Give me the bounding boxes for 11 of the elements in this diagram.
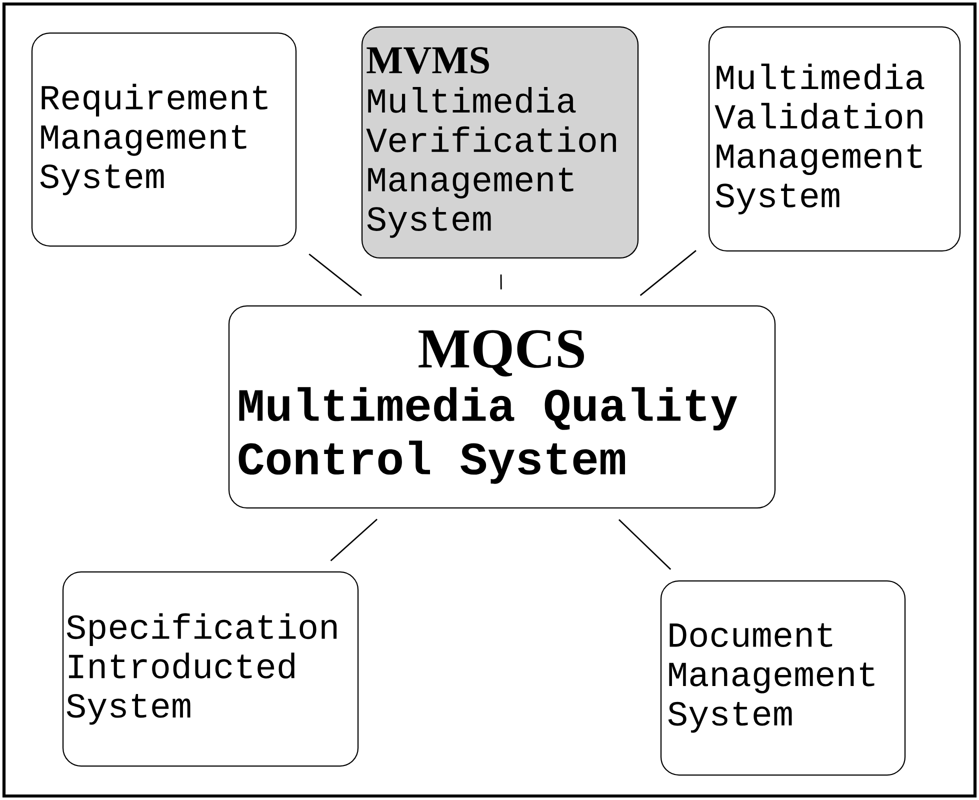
system-box: MQCS Multimedia Quality Control System [228, 305, 776, 509]
connector-line [308, 254, 362, 296]
connector-line [500, 274, 502, 290]
system-box: Requirement Management System [31, 32, 297, 247]
system-box: MVMS Multimedia Verification Management System [361, 26, 639, 259]
system-box: Multimedia Validation Management System [708, 26, 961, 252]
system-box: Document Management System [660, 580, 906, 776]
connector-line [640, 250, 696, 296]
system-box: Specification Introducted System [62, 571, 359, 767]
connector-line [618, 519, 672, 570]
connector-line [330, 518, 378, 562]
